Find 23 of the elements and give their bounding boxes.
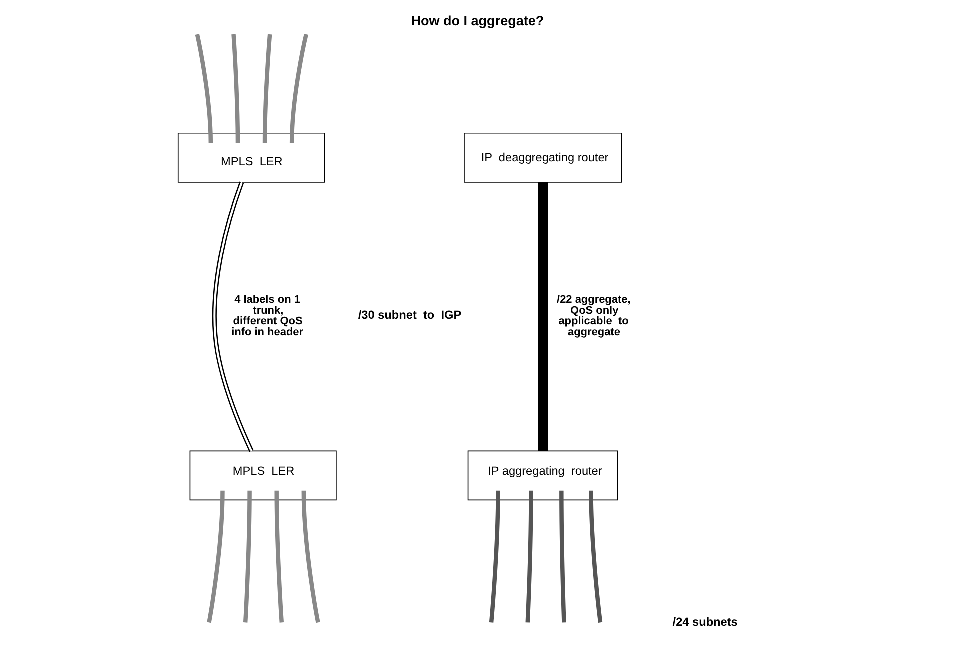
node-box: IP deaggregating router <box>464 132 622 183</box>
connector <box>560 490 566 623</box>
connector <box>195 34 214 144</box>
connector <box>212 182 254 452</box>
connector <box>589 490 603 623</box>
edge-label: /22 aggregate, QoS only applicable to aggregate <box>557 294 631 339</box>
diagram-title: How do I aggregate? <box>411 13 544 28</box>
node-box: MPLS LER <box>190 450 337 501</box>
connector <box>232 34 240 144</box>
connector <box>262 34 272 144</box>
edge-label: 4 labels on 1 trunk, different QoS info in header <box>232 294 304 339</box>
connector <box>538 182 548 452</box>
connector <box>290 34 308 144</box>
node-box: MPLS LER <box>178 132 326 183</box>
label: /30 subnet to IGP <box>358 308 462 322</box>
connector <box>526 490 534 623</box>
connector <box>243 490 252 623</box>
label: /24 subnets <box>672 614 738 629</box>
connector <box>489 490 500 623</box>
connector <box>274 490 284 623</box>
connector <box>302 490 320 624</box>
connector <box>207 490 225 624</box>
node-box: IP aggregating router <box>468 450 618 501</box>
